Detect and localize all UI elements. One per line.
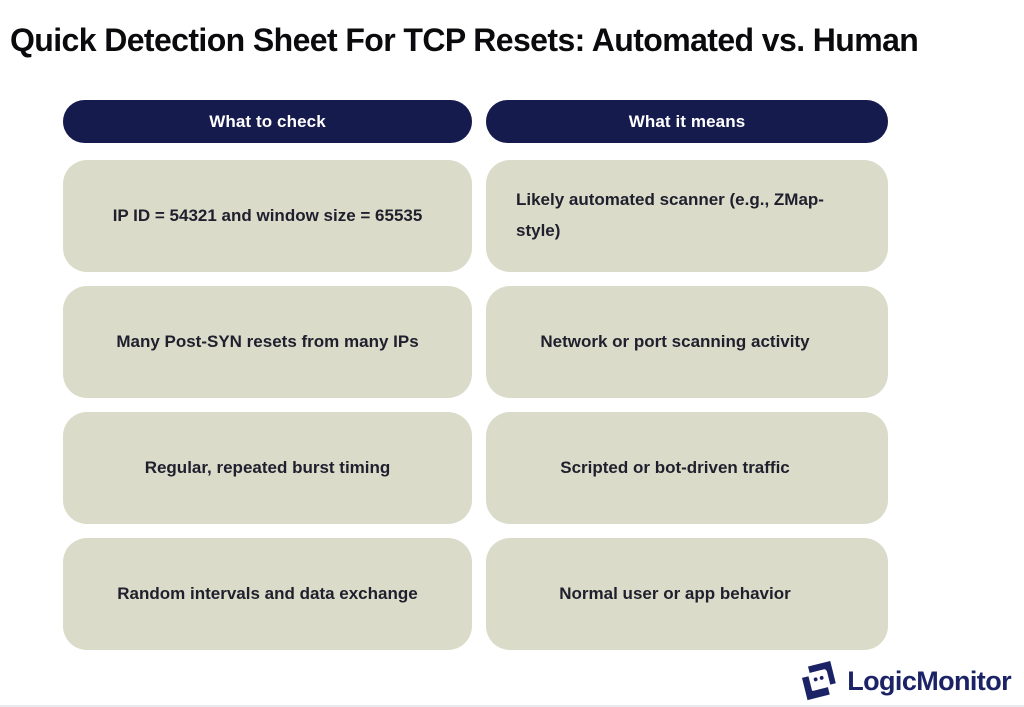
check-cell: Many Post-SYN resets from many IPs <box>63 286 472 398</box>
detection-table: What to check What it means IP ID = 5432… <box>63 100 888 650</box>
meaning-cell: Scripted or bot-driven traffic <box>486 412 888 524</box>
page-title: Quick Detection Sheet For TCP Resets: Au… <box>10 22 919 58</box>
logicmonitor-logo-text: LogicMonitor <box>847 665 1011 696</box>
table-header-row: What to check What it means <box>63 100 888 143</box>
meaning-cell: Network or port scanning activity <box>486 286 888 398</box>
logicmonitor-logo-icon <box>799 660 839 702</box>
check-cell: Random intervals and data exchange <box>63 538 472 650</box>
check-cell: Regular, repeated burst timing <box>63 412 472 524</box>
column-header-what-to-check: What to check <box>63 100 472 143</box>
check-cell: IP ID = 54321 and window size = 65535 <box>63 160 472 272</box>
table-body: IP ID = 54321 and window size = 65535 Li… <box>63 160 888 650</box>
column-header-what-it-means: What it means <box>486 100 888 143</box>
logicmonitor-logo: LogicMonitor <box>798 658 1012 704</box>
meaning-cell: Normal user or app behavior <box>486 538 888 650</box>
meaning-cell: Likely automated scanner (e.g., ZMap-sty… <box>486 160 888 272</box>
